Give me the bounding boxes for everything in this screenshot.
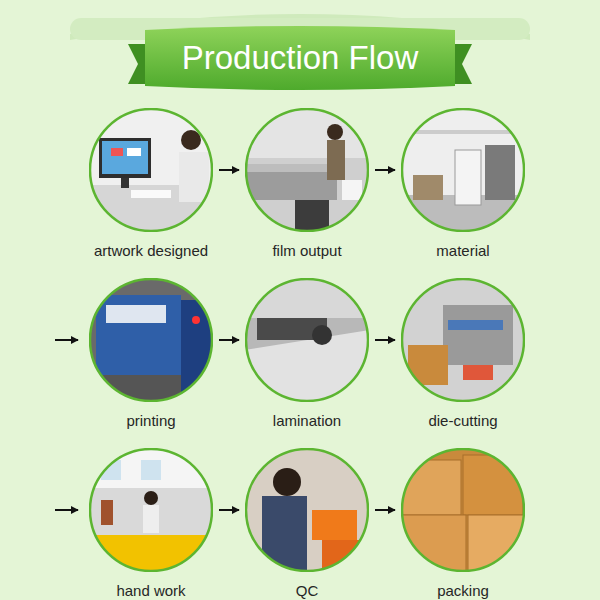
step-label: printing <box>76 412 226 430</box>
circle-outline <box>401 448 525 572</box>
flow-arrow <box>219 169 239 171</box>
step-circle <box>245 108 369 232</box>
circle-border <box>402 279 524 401</box>
flow-arrow <box>219 339 239 341</box>
step-circle <box>89 448 213 572</box>
circle-border <box>246 279 368 401</box>
photo-qc <box>245 448 369 572</box>
title: Production Flow <box>145 30 455 86</box>
flow-arrow <box>55 339 78 341</box>
photo-diecut <box>401 278 525 402</box>
circle-outline <box>89 448 213 572</box>
photo-printing <box>89 278 213 402</box>
step-circle <box>245 278 369 402</box>
flow-arrow <box>375 169 395 171</box>
flow-arrow <box>375 509 395 511</box>
circle-border <box>402 109 524 231</box>
flow-arrow <box>219 509 239 511</box>
process-step: hand work <box>76 448 226 600</box>
step-circle <box>89 108 213 232</box>
circle-outline <box>401 278 525 402</box>
photo-lamination <box>245 278 369 402</box>
circle-outline <box>89 108 213 232</box>
step-circle <box>401 278 525 402</box>
process-step: QC <box>232 448 382 600</box>
step-circle <box>89 278 213 402</box>
ribbon <box>145 26 455 90</box>
circle-border <box>246 109 368 231</box>
photo-film <box>245 108 369 232</box>
step-label: QC <box>232 582 382 600</box>
circle-border <box>90 279 212 401</box>
process-step: film output <box>232 108 382 260</box>
step-circle <box>401 108 525 232</box>
circle-border <box>246 449 368 571</box>
process-step: printing <box>76 278 226 430</box>
circle-border <box>90 449 212 571</box>
step-label: material <box>388 242 538 260</box>
photo-packing <box>401 448 528 575</box>
circle-outline <box>245 278 369 402</box>
step-label: artwork designed <box>76 242 226 260</box>
photo-handwork <box>89 448 213 575</box>
step-label: hand work <box>76 582 226 600</box>
photo-design <box>89 108 213 235</box>
step-circle <box>401 448 525 572</box>
circle-outline <box>245 108 369 232</box>
process-step: lamination <box>232 278 382 430</box>
flow-arrow <box>375 339 395 341</box>
process-step: artwork designed <box>76 108 226 260</box>
photo-material <box>401 108 525 235</box>
step-circle <box>245 448 369 572</box>
step-label: film output <box>232 242 382 260</box>
process-step: material <box>388 108 538 260</box>
circle-outline <box>245 448 369 572</box>
circle-outline <box>401 108 525 232</box>
step-label: lamination <box>232 412 382 430</box>
flow-arrow <box>55 509 78 511</box>
circle-outline <box>89 278 213 402</box>
circle-border <box>402 449 524 571</box>
step-label: packing <box>388 582 538 600</box>
circle-border <box>90 109 212 231</box>
step-label: die-cutting <box>388 412 538 430</box>
process-step: packing <box>388 448 538 600</box>
process-step: die-cutting <box>388 278 538 430</box>
